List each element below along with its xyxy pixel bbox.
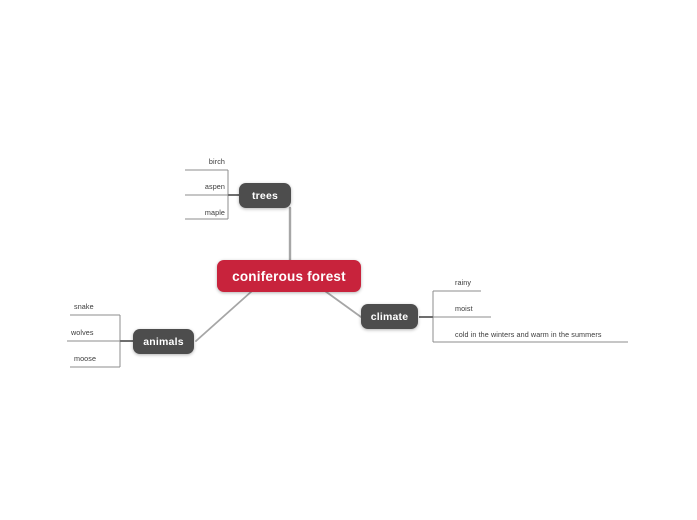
leaf-climate-cold-winters-warm-summers-label: cold in the winters and warm in the summ… xyxy=(455,330,602,339)
edge-root-animals xyxy=(195,290,253,342)
node-branch-animals[interactable]: animals xyxy=(133,329,194,354)
node-root-label: coniferous forest xyxy=(232,268,346,284)
leaf-trees-birch[interactable]: birch xyxy=(125,157,225,166)
node-branch-animals-label: animals xyxy=(143,335,184,348)
node-branch-trees-label: trees xyxy=(251,189,279,202)
leaf-animals-wolves[interactable]: wolves xyxy=(71,328,94,337)
leaf-trees-maple-label: maple xyxy=(204,208,225,217)
edge-root-climate xyxy=(324,290,362,318)
leaf-trees-aspen-label: aspen xyxy=(204,182,225,191)
node-branch-climate[interactable]: climate xyxy=(361,304,418,329)
leaf-animals-wolves-label: wolves xyxy=(71,328,94,337)
leaf-climate-moist-label: moist xyxy=(455,304,473,313)
leaf-trees-aspen[interactable]: aspen xyxy=(125,182,225,191)
leaf-trees-birch-label: birch xyxy=(208,157,225,166)
leaf-climate-moist[interactable]: moist xyxy=(455,304,473,313)
node-root-coniferous-forest[interactable]: coniferous forest xyxy=(217,260,361,292)
leaf-climate-rainy[interactable]: rainy xyxy=(455,278,471,287)
leaf-animals-snake-label: snake xyxy=(74,302,94,311)
leaf-climate-rainy-label: rainy xyxy=(455,278,472,287)
leaf-animals-moose[interactable]: moose xyxy=(74,354,96,363)
leaf-animals-snake[interactable]: snake xyxy=(74,302,94,311)
leaf-trees-maple[interactable]: maple xyxy=(125,208,225,217)
leaf-climate-cold-winters-warm-summers[interactable]: cold in the winters and warm in the summ… xyxy=(455,330,602,339)
leaf-animals-moose-label: moose xyxy=(74,354,97,363)
node-branch-climate-label: climate xyxy=(370,310,409,323)
node-branch-trees[interactable]: trees xyxy=(239,183,291,208)
